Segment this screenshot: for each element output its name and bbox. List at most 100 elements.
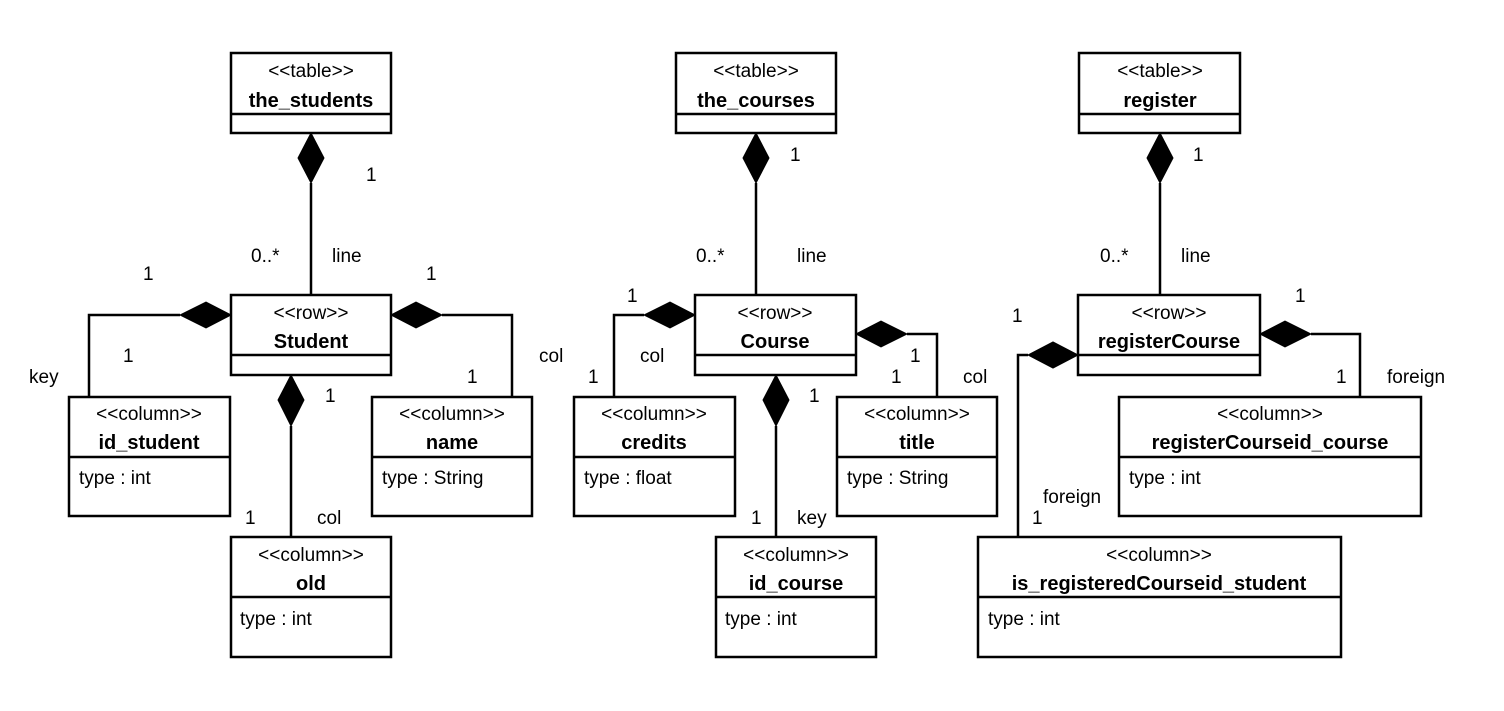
stereotype: <<column>> xyxy=(258,545,364,566)
role-label: key xyxy=(797,508,827,529)
class-box-id-student[interactable]: <<column>> id_student type : int xyxy=(67,395,232,518)
multiplicity-label: 1 xyxy=(366,165,377,186)
class-name: old xyxy=(296,573,326,595)
class-box-register-course[interactable]: <<row>> registerCourse xyxy=(1076,293,1262,377)
class-name: registerCourseid_course xyxy=(1152,432,1389,454)
multiplicity-label: 1 xyxy=(1295,286,1306,307)
role-label: col xyxy=(317,508,341,529)
stereotype: <<column>> xyxy=(1217,404,1323,425)
class-box-course[interactable]: <<row>> Course xyxy=(693,293,858,377)
class-box-old[interactable]: <<column>> old type : int xyxy=(229,535,393,659)
stereotype: <<column>> xyxy=(399,404,505,425)
multiplicity-label: 1 xyxy=(891,367,902,388)
class-box-title[interactable]: <<column>> title type : String xyxy=(835,395,999,518)
edge-regcourse-idstudent xyxy=(1016,353,1028,537)
class-name: is_registeredCourseid_student xyxy=(1012,573,1307,595)
class-box-the-courses[interactable]: <<table>> the_courses xyxy=(674,51,838,135)
composition-diamond xyxy=(1258,320,1313,348)
class-box-registercourseid-course[interactable]: <<column>> registerCourseid_course type … xyxy=(1117,395,1423,518)
attribute: type : String xyxy=(847,468,948,489)
edge-student-name xyxy=(442,313,514,397)
composition-diamond xyxy=(762,373,790,428)
multiplicity-label: 1 xyxy=(751,508,762,529)
attribute: type : int xyxy=(79,468,152,489)
multiplicity-label: 1 xyxy=(809,386,820,407)
composition-diamond xyxy=(277,373,305,428)
attribute: type : float xyxy=(584,468,672,489)
composition-diamond xyxy=(1146,131,1174,185)
multiplicity-label: 0..* xyxy=(251,246,280,267)
edge-course-title xyxy=(907,332,939,397)
role-label: line xyxy=(1181,246,1211,267)
role-label: col xyxy=(640,346,664,367)
composition-diamond xyxy=(297,131,325,185)
multiplicity-label: 1 xyxy=(790,145,801,166)
composition-diamond xyxy=(742,131,770,185)
class-name: registerCourse xyxy=(1098,331,1240,353)
attribute: type : int xyxy=(725,609,798,630)
multiplicity-label: 1 xyxy=(588,367,599,388)
composition-diamond xyxy=(178,301,233,329)
composition-diamond xyxy=(854,320,909,348)
multiplicity-label: 1 xyxy=(1193,145,1204,166)
edge-student-id-student xyxy=(87,313,180,397)
class-name: Course xyxy=(741,331,810,353)
class-box-student[interactable]: <<row>> Student xyxy=(229,293,393,377)
multiplicity-label: 1 xyxy=(123,346,134,367)
class-name: id_student xyxy=(98,432,199,454)
role-label: foreign xyxy=(1043,487,1101,508)
multiplicity-label: 1 xyxy=(1336,367,1347,388)
stereotype: <<column>> xyxy=(864,404,970,425)
multiplicity-label: 1 xyxy=(245,508,256,529)
stereotype: <<column>> xyxy=(601,404,707,425)
stereotype: <<row>> xyxy=(1132,303,1207,324)
attribute: type : int xyxy=(1129,468,1202,489)
stereotype: <<column>> xyxy=(1106,545,1212,566)
stereotype: <<table>> xyxy=(713,61,799,82)
edge-course-credits xyxy=(612,313,644,397)
class-name: title xyxy=(899,432,935,454)
multiplicity-label: 1 xyxy=(426,264,437,285)
class-box-the-students[interactable]: <<table>> the_students xyxy=(229,51,393,135)
class-box-register[interactable]: <<table>> register xyxy=(1077,51,1242,135)
composition-diamond xyxy=(642,301,697,329)
class-name: register xyxy=(1123,90,1197,112)
multiplicity-label: 0..* xyxy=(696,246,725,267)
multiplicity-label: 1 xyxy=(627,286,638,307)
attribute: type : String xyxy=(382,468,483,489)
multiplicity-label: 1 xyxy=(910,346,921,367)
class-box-id-course[interactable]: <<column>> id_course type : int xyxy=(714,535,878,659)
class-name: credits xyxy=(621,432,687,454)
composition-diamond xyxy=(1026,341,1080,369)
role-label: foreign xyxy=(1387,367,1445,388)
multiplicity-label: 1 xyxy=(143,264,154,285)
multiplicity-label: 1 xyxy=(1012,306,1023,327)
class-name: the_students xyxy=(249,90,373,112)
class-name: Student xyxy=(274,331,349,353)
attribute: type : int xyxy=(240,609,313,630)
role-label: line xyxy=(797,246,827,267)
role-label: col xyxy=(539,346,563,367)
class-box-isregisteredcourseid-student[interactable]: <<column>> is_registeredCourseid_student… xyxy=(976,535,1343,659)
attribute: type : int xyxy=(988,609,1061,630)
class-name: id_course xyxy=(749,573,843,595)
stereotype: <<column>> xyxy=(96,404,202,425)
multiplicity-label: 1 xyxy=(1032,508,1043,529)
class-name: the_courses xyxy=(697,90,815,112)
role-label: col xyxy=(963,367,987,388)
multiplicity-label: 0..* xyxy=(1100,246,1129,267)
class-name: name xyxy=(426,432,478,454)
role-label: key xyxy=(29,367,59,388)
multiplicity-label: 1 xyxy=(325,386,336,407)
stereotype: <<table>> xyxy=(1117,61,1203,82)
role-label: line xyxy=(332,246,362,267)
stereotype: <<row>> xyxy=(738,303,813,324)
multiplicity-label: 1 xyxy=(467,367,478,388)
stereotype: <<row>> xyxy=(274,303,349,324)
class-box-name[interactable]: <<column>> name type : String xyxy=(370,395,534,518)
stereotype: <<table>> xyxy=(268,61,354,82)
edge-regcourse-idcourse xyxy=(1311,332,1362,397)
stereotype: <<column>> xyxy=(743,545,849,566)
class-box-credits[interactable]: <<column>> credits type : float xyxy=(572,395,737,518)
